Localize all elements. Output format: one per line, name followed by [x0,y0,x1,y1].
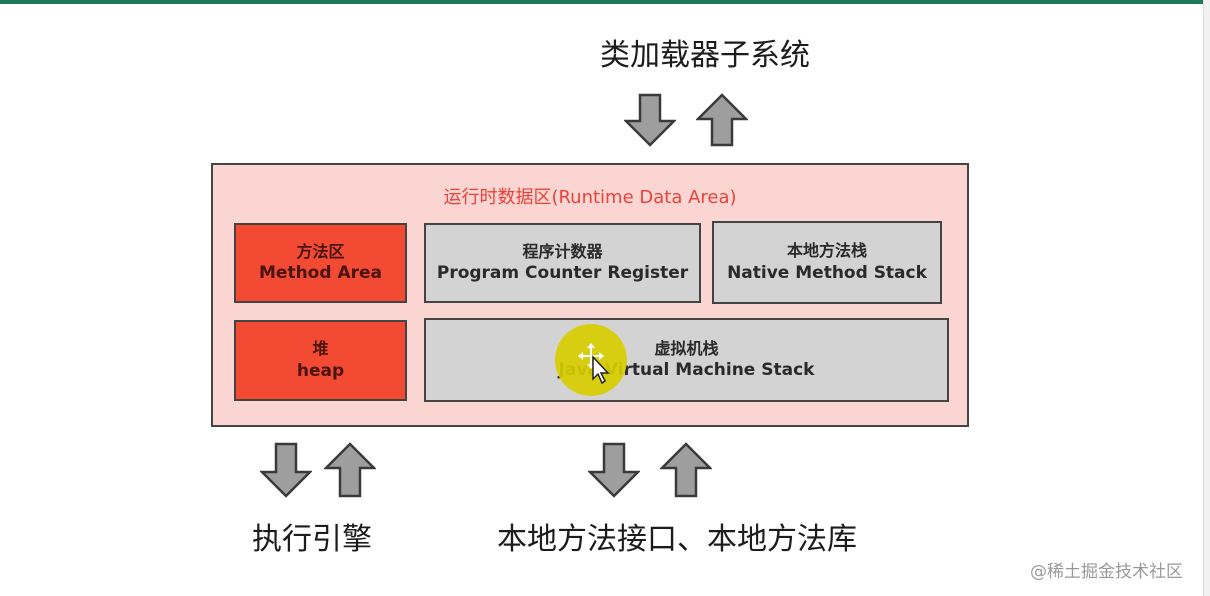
arrow-down-icon [588,442,640,498]
heap-cn: 堆 [312,339,329,359]
heap-en: heap [296,360,345,381]
heap-box: 堆 heap [234,320,407,401]
top-accent-bar [0,0,1210,4]
native-interface-label: 本地方法接口、本地方法库 [497,522,857,557]
jvm-stack-box: 虚拟机栈 Java Virtual Machine Stack [424,318,949,402]
execution-engine-label: 执行引擎 [252,522,372,557]
native-method-stack-en: Native Method Stack [727,262,927,283]
window-right-edge [1203,0,1210,596]
native-method-stack-cn: 本地方法栈 [786,241,867,261]
arrow-up-icon [324,442,376,498]
arrow-up-icon [696,93,748,147]
class-loader-label: 类加载器子系统 [600,38,810,73]
native-method-stack-box: 本地方法栈 Native Method Stack [712,221,942,304]
method-area-box: 方法区 Method Area [234,223,407,303]
arrow-up-icon [660,442,712,498]
watermark: @稀土掘金技术社区 [1030,562,1183,582]
arrow-down-icon [260,442,312,498]
move-cursor-icon [578,343,610,385]
program-counter-cn: 程序计数器 [522,241,603,261]
runtime-data-area: 运行时数据区(Runtime Data Area) 方法区 Method Are… [211,163,969,427]
runtime-data-area-title: 运行时数据区(Runtime Data Area) [443,187,737,208]
program-counter-box: 程序计数器 Program Counter Register [424,223,701,303]
jvm-stack-cn: 虚拟机栈 [654,338,719,358]
method-area-cn: 方法区 [296,241,345,261]
method-area-en: Method Area [259,263,382,284]
arrow-down-icon [624,93,676,147]
program-counter-en: Program Counter Register [436,263,689,284]
